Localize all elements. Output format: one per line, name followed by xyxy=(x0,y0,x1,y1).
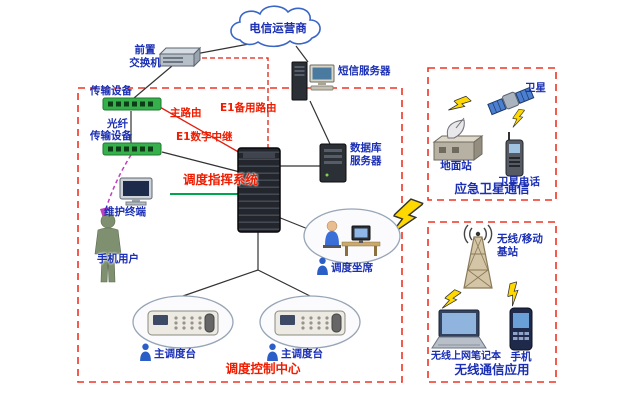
database-server-label: 数据库 服务器 xyxy=(350,142,382,168)
main-console-left-label: 主调度台 xyxy=(154,348,196,360)
e1-backup-route-label: E1备用路由 xyxy=(220,102,277,114)
main-route-line xyxy=(157,105,243,155)
sms-server-icon xyxy=(291,61,335,101)
mobile-phone-label: 手机 xyxy=(510,351,532,363)
wireless-comm-box xyxy=(427,221,557,383)
telecom-operator-label: 电信运营商 xyxy=(249,21,307,35)
front-switch-icon xyxy=(158,46,202,68)
wireless-laptop-icon xyxy=(431,309,487,349)
transmission-top-label: 传输设备 xyxy=(90,85,132,97)
e1-trunk-line xyxy=(161,151,241,173)
maintenance-terminal-label: 维护终端 xyxy=(104,206,146,218)
dispatch-operator-icon xyxy=(323,220,341,248)
mobile-user-label: 手机用户 xyxy=(97,253,139,265)
satellite-phone-icon xyxy=(505,132,524,177)
mobile-user-link-arrow xyxy=(100,154,132,221)
operator-person-icon xyxy=(267,343,278,361)
satellite-phone-label: 卫星电话 xyxy=(498,176,540,188)
satellite-label: 卫星 xyxy=(525,82,546,94)
satellite-section-title: 应急卫星通信 xyxy=(454,181,530,196)
operator-person-icon xyxy=(140,343,151,361)
transmission-device-bottom-icon xyxy=(102,142,162,156)
dispatch-console-icon xyxy=(147,310,219,336)
mobile-user-figure xyxy=(94,213,122,283)
dispatch-console-icon xyxy=(274,310,346,336)
ground-station-label: 地面站 xyxy=(440,160,472,172)
e1-backup-route-line xyxy=(194,57,269,148)
database-server-icon xyxy=(319,143,347,183)
dispatch-control-center-box xyxy=(77,87,403,383)
lightning-icon xyxy=(504,281,524,308)
main-console-left-group xyxy=(132,295,234,349)
dispatch-server-rack-icon xyxy=(237,147,281,233)
wireless-section-title: 无线通信应用 xyxy=(454,362,530,377)
main-console-right-group xyxy=(259,295,361,349)
ground-station-icon xyxy=(432,117,484,161)
lightning-icon xyxy=(446,92,472,118)
e1-trunk-label: E1数字中继 xyxy=(176,131,233,143)
wireless-laptop-label: 无线上网笔记本 xyxy=(431,351,501,362)
transmission-device-top-icon xyxy=(102,97,162,111)
optical-fiber-label: 光纤 xyxy=(107,118,128,130)
front-switch-label: 前置 交换机 xyxy=(129,44,161,70)
satellite-comm-box xyxy=(427,67,557,201)
mobile-phone-icon xyxy=(509,307,533,351)
satellite-icon xyxy=(487,86,535,116)
dispatch-system-label: 调度指挥系统 xyxy=(183,172,259,187)
transmission-bottom-label: 传输设备 xyxy=(90,130,132,142)
telecom-cloud-shape xyxy=(230,5,321,48)
lightning-icon xyxy=(439,286,462,314)
control-center-title: 调度控制中心 xyxy=(225,361,301,376)
main-console-right-label: 主调度台 xyxy=(281,348,323,360)
maintenance-terminal-icon xyxy=(119,177,153,206)
dispatch-seat-label: 调度坐席 xyxy=(331,262,373,274)
base-station-label: 无线/移动 基站 xyxy=(497,233,543,259)
operator-person-icon xyxy=(317,257,328,275)
dispatch-seat-group xyxy=(303,208,401,264)
main-route-label: 主路由 xyxy=(170,107,202,119)
base-station-icon xyxy=(463,224,493,289)
sms-server-label: 短信服务器 xyxy=(338,65,391,77)
dispatch-workstation-icon xyxy=(341,225,381,256)
lightning-icon xyxy=(511,108,525,130)
